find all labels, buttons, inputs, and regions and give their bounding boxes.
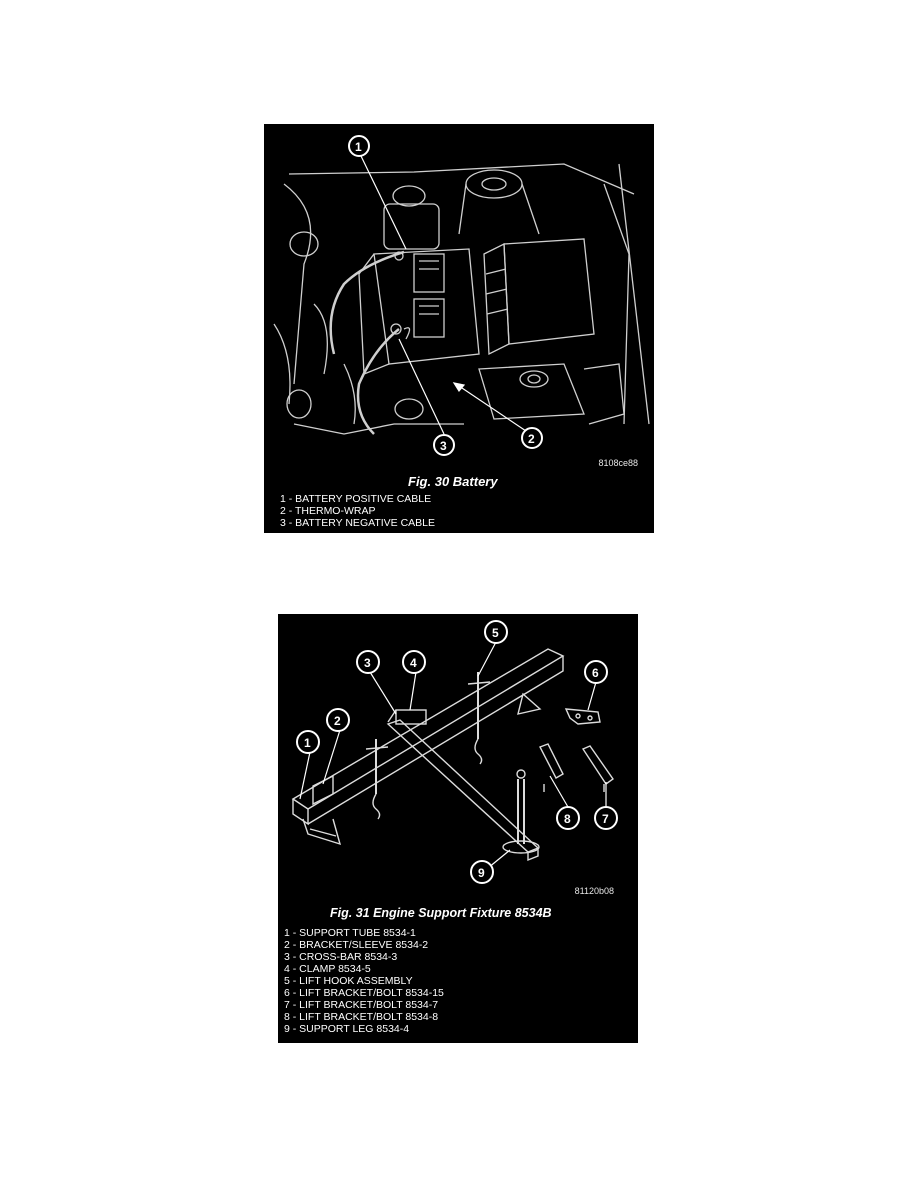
svg-text:1: 1: [355, 140, 362, 154]
legend-item: 1 - BATTERY POSITIVE CABLE: [280, 493, 432, 505]
svg-text:6: 6: [592, 666, 599, 680]
callout-1: 1: [348, 135, 370, 157]
svg-text:1: 1: [304, 736, 311, 750]
svg-text:7: 7: [602, 812, 609, 826]
legend-item: 2 - BRACKET/SLEEVE 8534-2: [284, 939, 429, 951]
battery-illustration: 1 3 2: [273, 135, 650, 456]
legend-item: 8 - LIFT BRACKET/BOLT 8534-8: [284, 1011, 439, 1023]
callout-6: 6: [584, 660, 608, 684]
svg-text:4: 4: [410, 656, 417, 670]
svg-text:3: 3: [440, 439, 447, 453]
svg-text:5: 5: [492, 626, 499, 640]
callout-3: 3: [356, 650, 380, 674]
figure-engine-support-fixture: 1 2 3 4 5 6 8 7 9 81120b08 Fig. 31 Engin…: [278, 614, 638, 1043]
drawing-code: 8108ce88: [598, 458, 638, 468]
drawing-code: 81120b08: [574, 886, 614, 896]
callout-9: 9: [470, 860, 494, 884]
svg-text:8: 8: [564, 812, 571, 826]
svg-text:2: 2: [528, 432, 535, 446]
figure-legend: 1 - SUPPORT TUBE 8534-1 2 - BRACKET/SLEE…: [284, 927, 444, 1035]
callout-5: 5: [484, 620, 508, 644]
engine-support-fixture-illustration: 1 2 3 4 5 6 8 7 9: [291, 620, 618, 884]
legend-item: 7 - LIFT BRACKET/BOLT 8534-7: [284, 999, 439, 1011]
figure-caption: Fig. 31 Engine Support Fixture 8534B: [330, 906, 552, 920]
legend-item: 9 - SUPPORT LEG 8534-4: [284, 1023, 410, 1035]
callout-3: 3: [433, 434, 455, 456]
callout-2: 2: [521, 427, 543, 449]
svg-text:3: 3: [364, 656, 371, 670]
callout-1: 1: [296, 730, 320, 754]
legend-item: 3 - CROSS-BAR 8534-3: [284, 951, 398, 963]
figure-legend: 1 - BATTERY POSITIVE CABLE 2 - THERMO-WR…: [280, 493, 435, 529]
callout-4: 4: [402, 650, 426, 674]
legend-item: 3 - BATTERY NEGATIVE CABLE: [280, 517, 436, 529]
legend-item: 6 - LIFT BRACKET/BOLT 8534-15: [284, 987, 444, 999]
callout-8: 8: [556, 806, 580, 830]
figure-caption: Fig. 30 Battery: [408, 474, 498, 489]
legend-item: 5 - LIFT HOOK ASSEMBLY: [284, 975, 413, 987]
callout-7: 7: [594, 806, 618, 830]
legend-item: 4 - CLAMP 8534-5: [284, 963, 371, 975]
figure-battery: 1 3 2 8108ce88 Fig. 30 Battery 1 - BATTE…: [264, 124, 654, 533]
svg-text:9: 9: [478, 866, 485, 880]
callout-2: 2: [326, 708, 350, 732]
legend-item: 1 - SUPPORT TUBE 8534-1: [284, 927, 416, 939]
svg-text:2: 2: [334, 714, 341, 728]
legend-item: 2 - THERMO-WRAP: [280, 505, 376, 517]
